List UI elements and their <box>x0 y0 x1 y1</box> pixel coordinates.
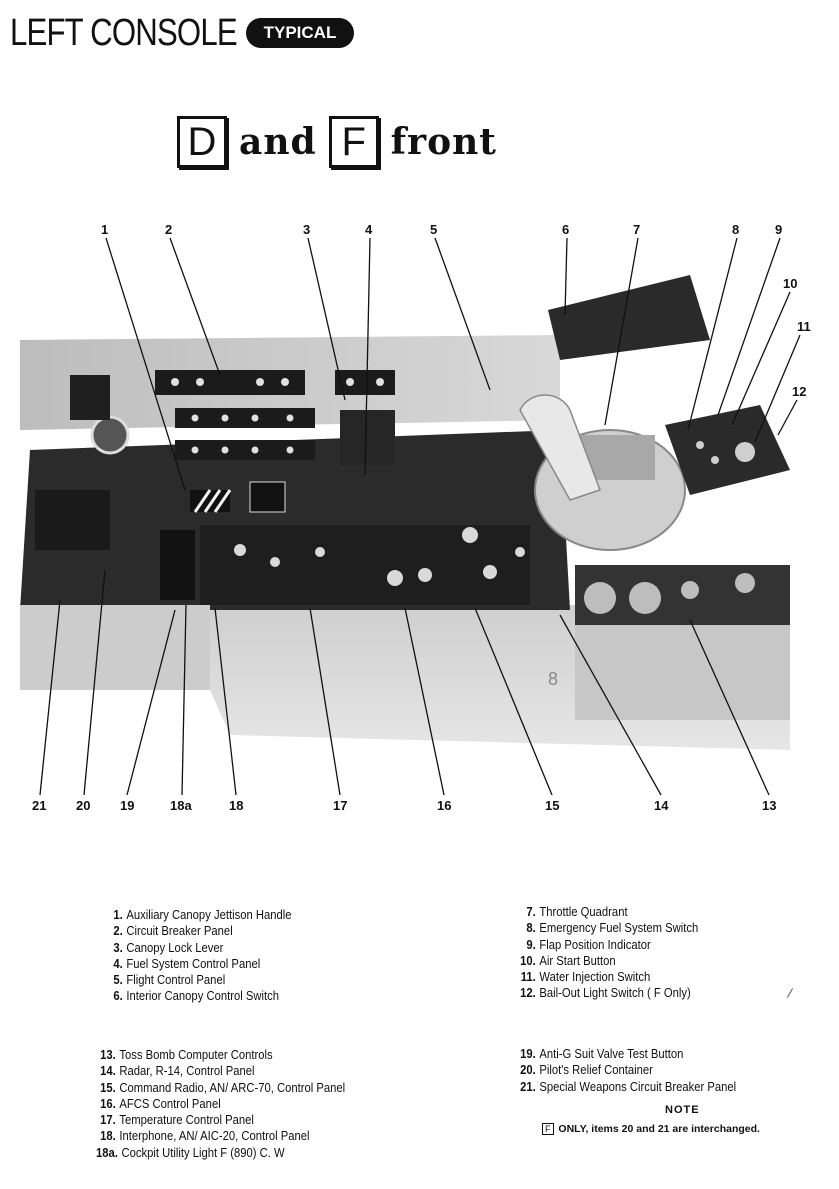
legend-item: 5.Flight Control Panel <box>113 973 226 988</box>
page-title: LEFT CONSOLE <box>10 12 238 54</box>
left-gauge <box>90 415 130 455</box>
callout-3: 3 <box>303 222 310 237</box>
f-box: F <box>542 1123 554 1135</box>
note-title: NOTE <box>665 1104 700 1116</box>
callout-9: 9 <box>775 222 782 237</box>
callout-6: 6 <box>562 222 569 237</box>
legend-item: 1.Auxiliary Canopy Jettison Handle <box>113 908 292 922</box>
callout-17: 17 <box>333 798 347 813</box>
callout-2: 2 <box>165 222 172 237</box>
callout-15: 15 <box>545 798 559 813</box>
variant-heading: D and F front <box>177 112 509 172</box>
legend-item: 11.Water Injection Switch <box>520 970 651 985</box>
callout-10: 10 <box>783 276 797 291</box>
callout-19: 19 <box>120 798 134 813</box>
callout-20: 20 <box>76 798 90 813</box>
throttle-handle <box>519 394 601 501</box>
callout-13: 13 <box>762 798 776 813</box>
legend-item: 12.Bail-Out Light Switch ( F Only) <box>520 986 691 1001</box>
variant-box-f: F <box>328 116 379 168</box>
stray-mark: / <box>785 984 794 1002</box>
callouts-bottom: 21 20 19 18a 18 17 16 15 14 13 <box>32 798 776 813</box>
console-photo: 8 1 2 3 4 5 6 7 8 9 1 <box>20 222 811 813</box>
callout-12: 12 <box>792 384 806 399</box>
variant-box-d: D <box>177 116 227 168</box>
callout-11: 11 <box>797 319 811 334</box>
lower-control-panels <box>200 525 530 605</box>
callout-18a: 18a <box>170 798 192 813</box>
legend-item: 2.Circuit Breaker Panel <box>113 924 233 939</box>
circuit-breaker-panel <box>155 370 305 395</box>
legend-item: 16.AFCS Control Panel <box>100 1096 221 1111</box>
legend-item: 20.Pilot's Relief Container <box>520 1063 653 1078</box>
canopy-switch-box <box>548 275 710 360</box>
callouts-top: 1 2 3 4 5 6 7 8 9 10 11 12 <box>101 222 811 399</box>
callout-21: 21 <box>32 798 46 813</box>
legend-item: 15.Command Radio, AN/ ARC-70, Control Pa… <box>100 1080 346 1095</box>
variant-word-front: front <box>390 121 497 163</box>
legend-item: 13.Toss Bomb Computer Controls <box>100 1048 273 1062</box>
legend-items-13-18a: 13.Toss Bomb Computer Controls 14.Radar,… <box>96 1047 345 1161</box>
callout-18: 18 <box>229 798 243 813</box>
legend-item: 21.Special Weapons Circuit Breaker Panel <box>520 1079 737 1094</box>
typical-badge: TYPICAL <box>246 18 354 48</box>
legend-item: 3.Canopy Lock Lever <box>113 940 224 955</box>
legend-items-19-21: 19.Anti-G Suit Valve Test Button 20.Pilo… <box>516 1046 736 1095</box>
legend-item: 7.Throttle Quadrant <box>526 905 628 919</box>
legend-item: 6.Interior Canopy Control Switch <box>113 989 279 1004</box>
callout-14: 14 <box>654 798 669 813</box>
legend-items-1-6: 1.Auxiliary Canopy Jettison Handle 2.Cir… <box>103 907 291 1005</box>
legend-item: 9.Flap Position Indicator <box>526 937 651 952</box>
callout-16: 16 <box>437 798 451 813</box>
legend-item: 4.Fuel System Control Panel <box>113 956 261 971</box>
legend-item: 17.Temperature Control Panel <box>100 1113 254 1128</box>
callout-4: 4 <box>365 222 373 237</box>
note-text: F ONLY, items 20 and 21 are interchanged… <box>540 1123 760 1135</box>
legend-item: 8.Emergency Fuel System Switch <box>526 921 699 936</box>
callout-8: 8 <box>732 222 739 237</box>
right-raised-panel <box>665 405 790 495</box>
legend-items-7-12: 7.Throttle Quadrant 8.Emergency Fuel Sys… <box>516 904 698 1002</box>
legend-item: 18.Interphone, AN/ AIC-20, Control Panel <box>100 1129 310 1144</box>
legend-item: 14.Radar, R-14, Control Panel <box>100 1064 255 1079</box>
callout-1: 1 <box>101 222 108 237</box>
legend-item: 19.Anti-G Suit Valve Test Button <box>520 1047 684 1061</box>
callout-7: 7 <box>633 222 640 237</box>
legend-item: 18a.Cockpit Utility Light F (890) C. W <box>96 1145 285 1160</box>
leader-lines <box>39 237 801 796</box>
legend-item: 10.Air Start Button <box>520 953 616 968</box>
callout-5: 5 <box>430 222 437 237</box>
variant-word-and: and <box>239 121 317 163</box>
svg-text:8: 8 <box>548 669 558 689</box>
